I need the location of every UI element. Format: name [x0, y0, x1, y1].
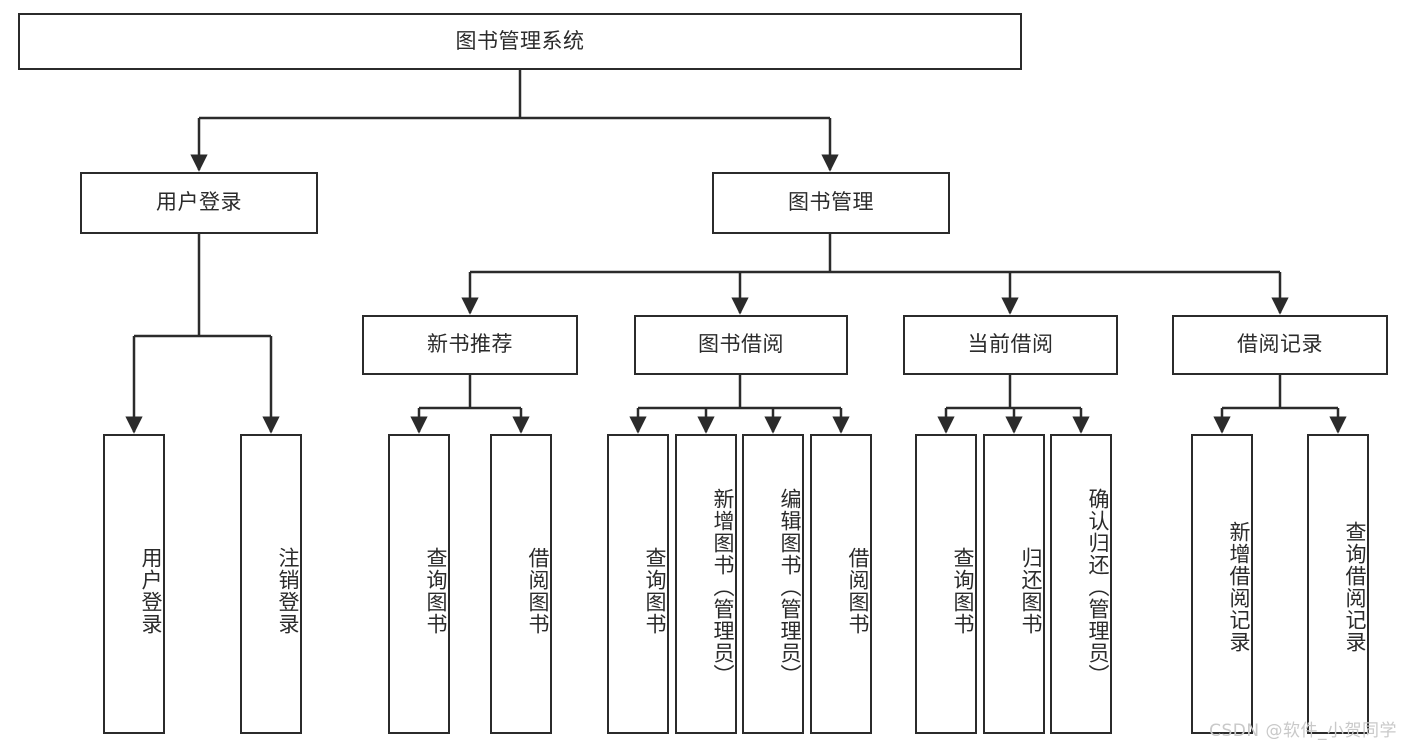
- node-leaf-borrow-book-label: 借阅图书: [846, 547, 870, 635]
- node-leaf-newbook-query[interactable]: 查询图书: [388, 434, 450, 734]
- node-leaf-newbook-borrow[interactable]: 借阅图书: [490, 434, 552, 734]
- node-leaf-logout-label: 注销登录: [276, 547, 300, 635]
- node-user-login-label: 用户登录: [156, 190, 242, 215]
- node-book-manage[interactable]: 图书管理: [712, 172, 950, 234]
- node-leaf-return-book-label: 归还图书: [1019, 547, 1043, 635]
- node-leaf-add-record[interactable]: 新增借阅记录: [1191, 434, 1253, 734]
- node-leaf-confirm-return-label: 确认归还（管理员）: [1086, 488, 1110, 686]
- node-leaf-logout[interactable]: 注销登录: [240, 434, 302, 734]
- node-leaf-borrow-query[interactable]: 查询图书: [607, 434, 669, 734]
- node-borrow-record[interactable]: 借阅记录: [1172, 315, 1388, 375]
- node-root-label: 图书管理系统: [455, 28, 585, 53]
- node-leaf-return-book[interactable]: 归还图书: [983, 434, 1045, 734]
- node-leaf-newbook-query-label: 查询图书: [424, 547, 448, 635]
- node-book-manage-label: 图书管理: [788, 190, 874, 215]
- node-new-book-recommend-label: 新书推荐: [427, 332, 513, 357]
- node-new-book-recommend[interactable]: 新书推荐: [362, 315, 578, 375]
- csdn-watermark: CSDN @软件_小贺同学: [1209, 721, 1397, 741]
- node-leaf-borrow-query-label: 查询图书: [643, 547, 667, 635]
- node-borrow-record-label: 借阅记录: [1237, 332, 1323, 357]
- node-leaf-edit-book[interactable]: 编辑图书（管理员）: [742, 434, 804, 734]
- node-current-borrow-label: 当前借阅: [967, 332, 1054, 357]
- node-leaf-add-book[interactable]: 新增图书（管理员）: [675, 434, 737, 734]
- node-leaf-user-login[interactable]: 用户登录: [103, 434, 165, 734]
- node-root[interactable]: 图书管理系统: [18, 13, 1022, 70]
- node-leaf-confirm-return[interactable]: 确认归还（管理员）: [1050, 434, 1112, 734]
- node-leaf-current-query-label: 查询图书: [951, 547, 975, 635]
- node-leaf-edit-book-label: 编辑图书（管理员）: [778, 488, 802, 686]
- node-book-borrow[interactable]: 图书借阅: [634, 315, 848, 375]
- node-leaf-current-query[interactable]: 查询图书: [915, 434, 977, 734]
- node-leaf-add-record-label: 新增借阅记录: [1227, 521, 1251, 653]
- node-current-borrow[interactable]: 当前借阅: [903, 315, 1118, 375]
- node-leaf-borrow-book[interactable]: 借阅图书: [810, 434, 872, 734]
- node-leaf-query-record-label: 查询借阅记录: [1343, 521, 1367, 653]
- node-leaf-user-login-label: 用户登录: [139, 547, 163, 635]
- node-leaf-newbook-borrow-label: 借阅图书: [526, 547, 550, 635]
- node-leaf-query-record[interactable]: 查询借阅记录: [1307, 434, 1369, 734]
- node-book-borrow-label: 图书借阅: [698, 332, 784, 357]
- node-user-login[interactable]: 用户登录: [80, 172, 318, 234]
- node-leaf-add-book-label: 新增图书（管理员）: [711, 488, 735, 686]
